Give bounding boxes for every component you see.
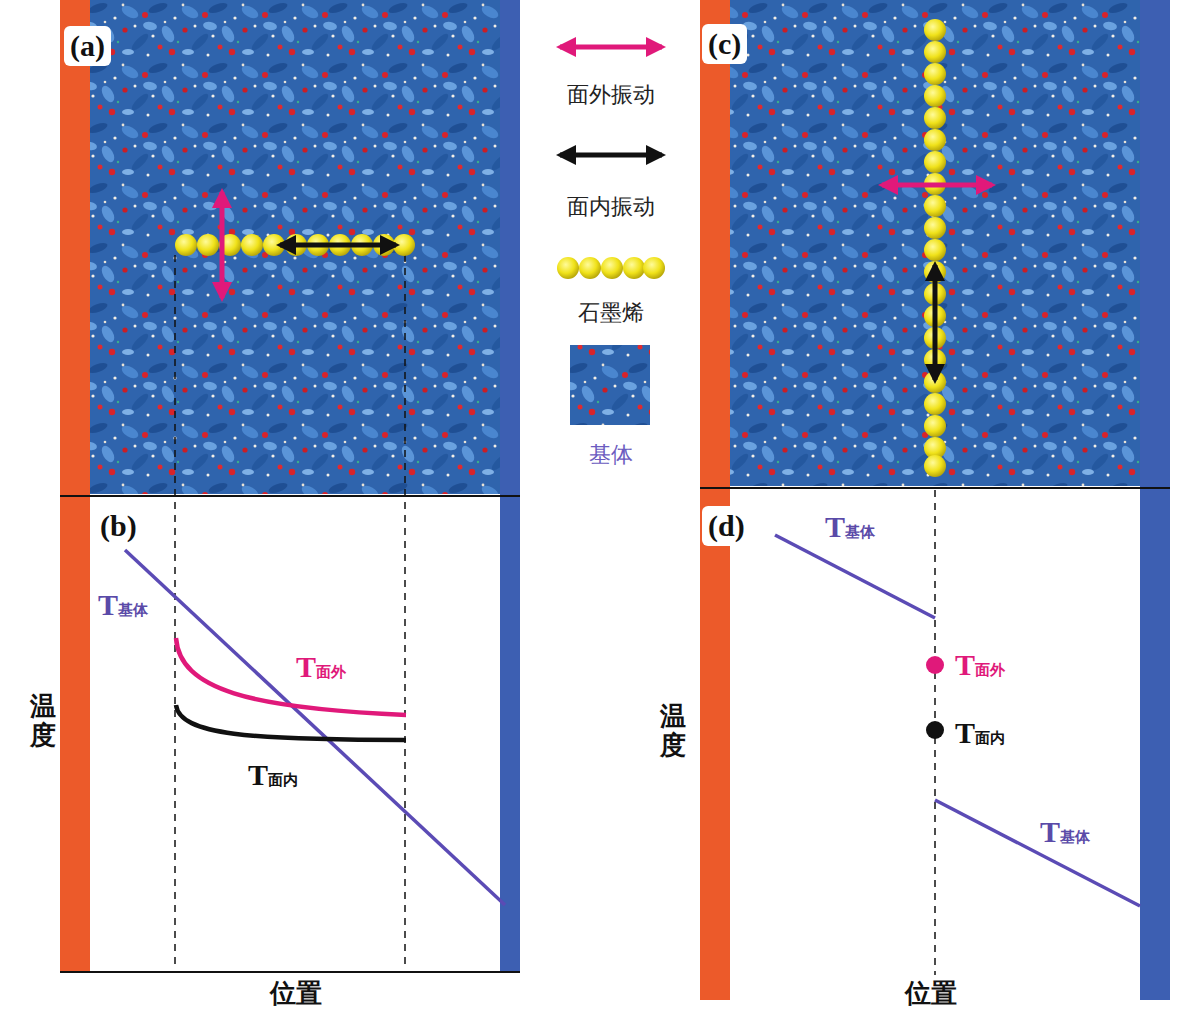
matrix-texture — [90, 0, 500, 494]
graphene-vertical — [924, 19, 946, 477]
panel-letter: (b) — [94, 506, 143, 546]
axis-title: 位置 — [905, 976, 957, 1011]
legend-sample — [560, 153, 662, 158]
curve-label: T基体 — [1040, 815, 1090, 849]
legend-text: 面外振动 — [567, 80, 655, 110]
cold-bar — [500, 0, 520, 972]
curve-label: T基体 — [98, 588, 148, 622]
hot-bar — [60, 0, 90, 972]
graphene-horizontal — [175, 234, 415, 256]
legend-sample — [570, 345, 650, 425]
axis-title: 位置 — [270, 976, 322, 1011]
axis-title: 温度 — [660, 702, 686, 759]
panel-letter: (a) — [64, 26, 111, 66]
point-label: T面外 — [955, 648, 1005, 682]
legend-text: 石墨烯 — [578, 298, 644, 328]
legend-sample — [560, 45, 662, 50]
curve-label: T基体 — [825, 510, 875, 544]
point-label: T面内 — [955, 716, 1005, 750]
axis-title: 温度 — [30, 692, 56, 749]
panel-letter: (c) — [702, 24, 747, 64]
legend-sample — [557, 257, 665, 279]
legend-text: 面内振动 — [567, 192, 655, 222]
panel-letter: (d) — [702, 506, 751, 546]
curve-label: T面内 — [248, 758, 298, 792]
legend-text: 基体 — [589, 440, 633, 470]
curve-label: T面外 — [296, 650, 346, 684]
